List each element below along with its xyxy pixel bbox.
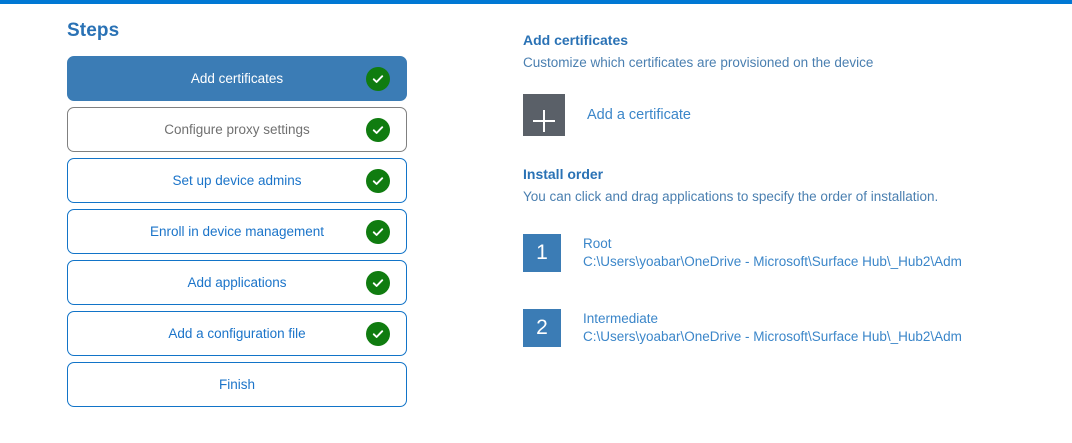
step-list: Add certificates Configure proxy setting… (67, 56, 407, 407)
top-accent-bar (0, 0, 1072, 4)
certificate-name: Root (583, 236, 612, 252)
certificate-name: Intermediate (583, 311, 659, 327)
plus-icon[interactable] (523, 94, 565, 137)
order-number-badge: 2 (523, 309, 561, 348)
page-body: Steps Add certificates Configure proxy s… (0, 4, 1072, 443)
add-certificate-row: Add a certificate (523, 94, 1043, 137)
step-label: Finish (218, 377, 255, 392)
check-circle-icon (366, 117, 390, 142)
plus-icon-vertical-stroke (543, 110, 545, 133)
install-order-section: Install order You can click and drag app… (523, 166, 1043, 348)
order-item-text: Root C:\Users\yoabar\OneDrive - Microsof… (583, 235, 962, 271)
step-item-add-applications[interactable]: Add applications (67, 260, 407, 305)
certificate-path: C:\Users\yoabar\OneDrive - Microsoft\Sur… (583, 254, 962, 270)
list-item[interactable]: 2 Intermediate C:\Users\yoabar\OneDrive … (523, 309, 1043, 348)
install-order-list: 1 Root C:\Users\yoabar\OneDrive - Micros… (523, 234, 1043, 348)
list-item[interactable]: 1 Root C:\Users\yoabar\OneDrive - Micros… (523, 234, 1043, 273)
install-order-subtitle: You can click and drag applications to s… (523, 189, 939, 205)
step-item-add-a-configuration-file[interactable]: Add a configuration file (67, 311, 407, 356)
order-item-text: Intermediate C:\Users\yoabar\OneDrive - … (583, 310, 962, 346)
steps-panel: Steps Add certificates Configure proxy s… (67, 20, 407, 407)
check-circle-icon (366, 270, 390, 295)
check-circle-icon (366, 219, 390, 244)
add-certificate-link[interactable]: Add a certificate (587, 107, 691, 124)
step-item-set-up-device-admins[interactable]: Set up device admins (67, 158, 407, 203)
step-label: Add a configuration file (168, 326, 306, 341)
step-label: Set up device admins (172, 173, 302, 188)
check-circle-icon (366, 168, 390, 193)
page-title: Add certificates (523, 32, 629, 48)
step-label: Add applications (187, 275, 287, 290)
step-label: Enroll in device management (149, 224, 325, 239)
steps-title: Steps (67, 20, 120, 41)
install-order-title: Install order (523, 166, 604, 183)
step-item-finish[interactable]: Finish (67, 362, 407, 407)
step-label: Configure proxy settings (164, 122, 310, 137)
detail-panel: Add certificates Customize which certifi… (523, 32, 1043, 348)
check-circle-icon (366, 321, 390, 346)
certificate-path: C:\Users\yoabar\OneDrive - Microsoft\Sur… (583, 329, 962, 345)
step-item-configure-proxy-settings[interactable]: Configure proxy settings (67, 107, 407, 152)
check-circle-icon (366, 66, 390, 91)
page-subtitle: Customize which certificates are provisi… (523, 55, 874, 70)
step-item-add-certificates[interactable]: Add certificates (67, 56, 407, 101)
order-number-badge: 1 (523, 234, 561, 273)
step-item-enroll-in-device-management[interactable]: Enroll in device management (67, 209, 407, 254)
step-label: Add certificates (190, 71, 284, 86)
